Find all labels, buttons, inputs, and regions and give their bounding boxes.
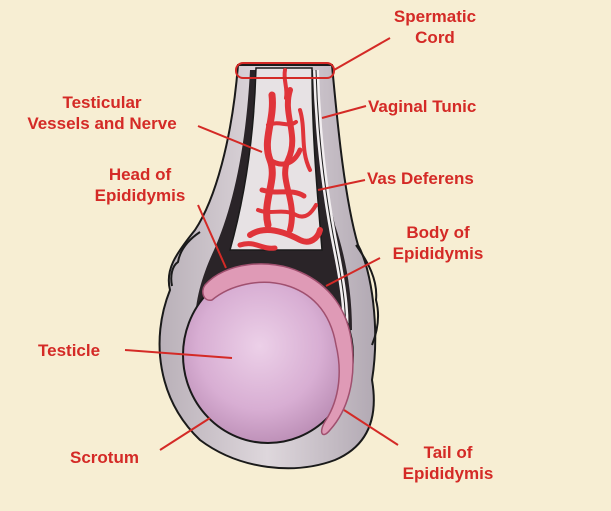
epididymis-shape — [202, 263, 354, 436]
label-vas-deferens: Vas Deferens — [367, 168, 474, 189]
label-line: Vaginal Tunic — [368, 97, 477, 116]
spermatic-cord-bracket — [235, 62, 335, 79]
label-line: Testicle — [38, 341, 101, 360]
label-line: Vas Deferens — [367, 169, 474, 188]
label-line: Epididymis — [94, 186, 186, 205]
label-line: Head of — [108, 165, 172, 184]
label-body-epididymis: Body of Epididymis — [376, 222, 500, 264]
label-line: Spermatic — [393, 7, 477, 26]
label-scrotum: Scrotum — [70, 447, 139, 468]
label-tail-epididymis: Tail of Epididymis — [386, 442, 510, 484]
label-line: Epididymis — [402, 464, 494, 483]
label-testicular-vessels: Testicular Vessels and Nerve — [6, 92, 198, 134]
label-vaginal-tunic: Vaginal Tunic — [368, 96, 476, 117]
leader-lines — [124, 37, 399, 451]
label-line: Epididymis — [392, 244, 484, 263]
label-spermatic-cord: Spermatic Cord — [376, 6, 494, 48]
label-line: Vessels and Nerve — [27, 114, 177, 133]
label-line: Cord — [415, 28, 455, 47]
label-head-epididymis: Head of Epididymis — [78, 164, 202, 206]
label-line: Testicular — [62, 93, 142, 112]
scrotum-edge-right — [355, 244, 380, 346]
testicular-vessels — [237, 68, 323, 251]
label-line: Tail of — [423, 443, 473, 462]
scrotum-edge-left — [170, 231, 201, 287]
label-testicle: Testicle — [38, 340, 100, 361]
label-line: Scrotum — [70, 448, 139, 467]
label-line: Body of — [406, 223, 470, 242]
